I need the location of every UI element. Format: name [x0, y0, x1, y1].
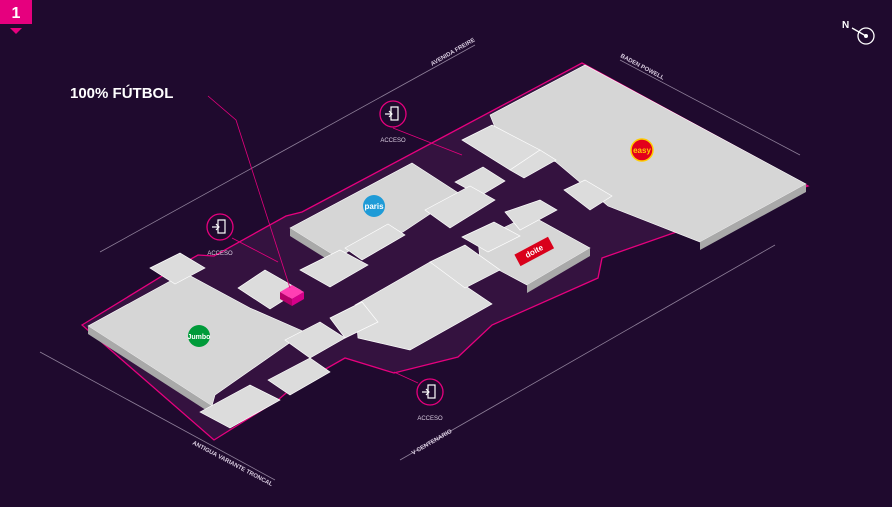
compass-label: N: [842, 20, 849, 31]
highlighted-store-100-futbol[interactable]: [280, 285, 304, 306]
shop-block[interactable]: [504, 199, 558, 231]
paris-logo-label: paris: [364, 202, 384, 211]
shop-block[interactable]: [329, 301, 379, 339]
shop-block[interactable]: [461, 221, 521, 253]
anchor-store-easy[interactable]: easy: [489, 64, 807, 250]
compass: N: [842, 20, 875, 45]
door-icon: [379, 100, 407, 128]
entrance-label: ACCESO: [207, 251, 233, 257]
jumbo-logo-label: Jumbo: [188, 334, 211, 341]
shop-block[interactable]: [429, 244, 501, 289]
chevron-down-icon[interactable]: [10, 28, 22, 34]
callout: 100% FÚTBOL: [70, 84, 291, 289]
shop-block[interactable]: [354, 261, 493, 351]
shop-block[interactable]: [149, 252, 206, 285]
entrance-west[interactable]: ACCESO: [206, 213, 279, 263]
anchor-store-paris[interactable]: paris: [289, 162, 461, 266]
shop-block[interactable]: [267, 357, 331, 396]
door-icon: [206, 213, 234, 241]
street-label-antigua-variante: ANTIGUA VARIANTE TRONCAL: [191, 440, 274, 488]
shop-block[interactable]: [563, 179, 613, 211]
callout-label: 100% FÚTBOL: [70, 84, 173, 102]
street-label-baden-powell: BADEN POWELL: [619, 53, 665, 81]
shop-blocks: [149, 124, 613, 429]
street-lines: [39, 44, 801, 481]
shop-block[interactable]: [299, 249, 369, 288]
floor-number: 1: [12, 5, 21, 22]
entrance-label: ACCESO: [417, 416, 443, 422]
entrance-south[interactable]: ACCESO: [393, 371, 444, 422]
door-icon: [416, 378, 444, 406]
shop-block[interactable]: [284, 321, 346, 359]
entrance-north[interactable]: ACCESO: [379, 100, 463, 156]
floor-badge[interactable]: 1: [0, 0, 32, 34]
shop-block[interactable]: [344, 223, 406, 261]
easy-logo-label: easy: [633, 146, 651, 155]
entrance-label: ACCESO: [380, 138, 406, 144]
street-label-avenida-freire: AVENIDA FREIRE: [430, 38, 476, 68]
shop-block[interactable]: [509, 149, 557, 179]
street-label-v-centenario: V CENTENARIO: [411, 429, 454, 457]
compass-icon: [851, 27, 875, 45]
shop-block[interactable]: [199, 384, 281, 429]
shop-block[interactable]: [424, 185, 496, 229]
